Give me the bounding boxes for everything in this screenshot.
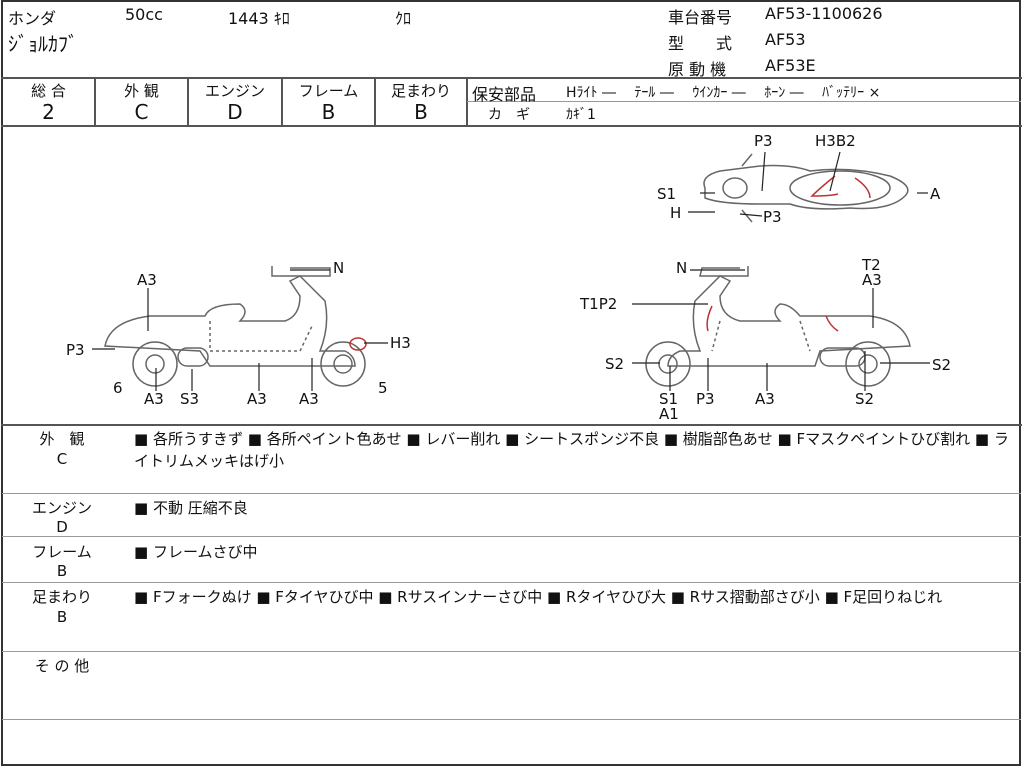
right-view-scooter — [645, 266, 911, 387]
section-grade: B — [56, 562, 68, 580]
divider — [1, 125, 1022, 127]
damage-label: S2 — [855, 390, 875, 408]
divider — [2, 719, 1021, 720]
engine-model: AF53E — [765, 56, 816, 75]
damage-label: S2 — [605, 355, 625, 373]
damage-label: A3 — [755, 390, 775, 408]
damage-label: A3 — [862, 271, 882, 289]
damage-label: S1 — [657, 185, 677, 203]
grade-label: エンジン — [204, 82, 265, 100]
section-text: ■ Fフォークぬけ ■ Fタイヤひび中 ■ Rサスインナーさび中 ■ Rタイヤひ… — [134, 588, 943, 606]
model-name: ｼﾞｮﾙｶﾌﾞ — [8, 32, 78, 56]
divider — [2, 536, 1021, 537]
maker: ホンダ — [8, 9, 57, 28]
damage-label: T2 — [862, 256, 881, 274]
model-type: AF53 — [765, 30, 806, 49]
grade-value: B — [321, 100, 336, 124]
grade-value: C — [134, 100, 149, 124]
damage-label: P3 — [763, 208, 782, 226]
section-label: 足まわり — [31, 588, 92, 606]
damage-label: A — [930, 185, 941, 203]
key-value: ｶｷﾞ1 — [566, 107, 596, 123]
mileage: 1443 ｷﾛ — [228, 9, 290, 28]
divider — [1, 77, 1022, 79]
scooter-diagram — [92, 151, 930, 391]
leader-lines — [92, 151, 930, 391]
divider — [467, 101, 1021, 102]
section-label: フレーム — [32, 543, 92, 561]
damage-label: S3 — [180, 390, 200, 408]
section-label: そ の 他 — [34, 657, 90, 675]
section-grade: B — [56, 608, 68, 626]
model-type-label: 型 式 — [668, 34, 733, 53]
damage-label: N — [333, 259, 345, 277]
damage-label: 5 — [378, 379, 388, 397]
section-grade: D — [56, 518, 68, 536]
damage-label: A3 — [144, 390, 164, 408]
divider — [187, 78, 189, 125]
divider — [94, 78, 96, 125]
grade-value: B — [414, 100, 428, 124]
frame-no: AF53-1100626 — [765, 4, 883, 23]
top-view-scooter — [703, 153, 909, 223]
divider — [2, 582, 1021, 583]
section-text: ■ 不動 圧縮不良 — [134, 499, 248, 517]
frame-no-label: 車台番号 — [668, 8, 733, 27]
damage-label: H — [670, 204, 682, 222]
grade-label: 足まわり — [390, 82, 451, 100]
section-text: ■ 各所うすきず ■ 各所ペイント色あせ ■ レバー削れ ■ シートスポンジ不良… — [134, 430, 1009, 470]
section-label: 外 観 — [39, 430, 85, 448]
damage-label: S2 — [932, 356, 952, 374]
divider — [2, 493, 1021, 494]
damage-label: A3 — [247, 390, 267, 408]
color: ｸﾛ — [395, 9, 412, 28]
grade-value: D — [227, 100, 243, 124]
safety-label: 保安部品 — [472, 85, 537, 104]
section-grade: C — [56, 450, 68, 468]
damage-label: H3B2 — [815, 132, 856, 150]
damage-label: P3 — [66, 341, 85, 359]
grade-label: 外 観 — [124, 82, 159, 100]
left-view-scooter — [104, 266, 367, 387]
divider — [2, 651, 1021, 652]
section-label: エンジン — [31, 499, 92, 517]
key-label: カ ギ — [488, 107, 530, 123]
divider — [1, 424, 1022, 426]
divider — [374, 78, 376, 125]
damage-label: A3 — [299, 390, 319, 408]
engine-label: 原 動 機 — [668, 60, 727, 79]
grade-label: フレーム — [298, 82, 359, 100]
damage-label: A3 — [137, 271, 157, 289]
divider — [281, 78, 283, 125]
damage-label: H3 — [390, 334, 411, 352]
damage-label: N — [676, 259, 688, 277]
damage-label: S1 — [659, 390, 679, 408]
grade-label: 総 合 — [31, 82, 66, 100]
damage-label: 6 — [113, 379, 123, 397]
damage-label: T1P2 — [580, 295, 618, 313]
grade-value: 2 — [42, 100, 55, 124]
damage-label: P3 — [696, 390, 715, 408]
damage-label: A1 — [659, 405, 679, 423]
damage-label: P3 — [754, 132, 773, 150]
safety-items: Hﾗｲﾄ ― ﾃｰﾙ ― ｳｲﾝｶｰ ― ﾎｰﾝ ― ﾊﾞｯﾃﾘｰ × — [566, 85, 881, 101]
displacement: 50cc — [125, 5, 163, 24]
section-text: ■ フレームさび中 — [134, 543, 258, 561]
